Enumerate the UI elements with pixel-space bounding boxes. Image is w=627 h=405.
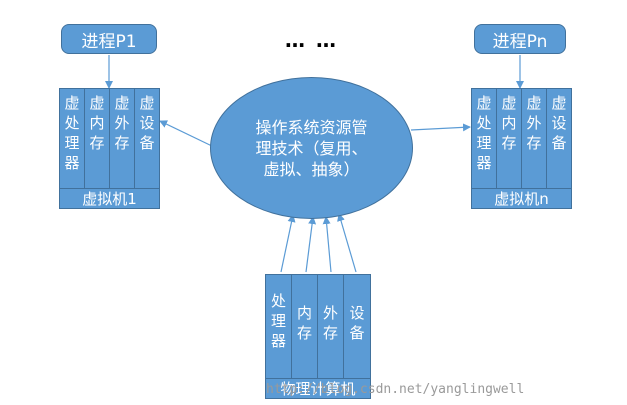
os-text-block: 操作系统资源管 理技术（复用、 虚拟、抽象）: [247, 117, 377, 180]
watermark-url: http://blog.csdn.net/yanglingwell: [266, 382, 525, 397]
physical-memory: 内 存: [291, 274, 318, 379]
vm1-label-bar: 虚拟机1: [59, 188, 160, 209]
vm1-label: 虚拟机1: [82, 190, 137, 208]
virtual-machine-1: 虚 处 理 器 虚 内 存 虚 外 存 虚 设 备 虚拟机1: [59, 88, 160, 209]
os-resource-management-ellipse: 操作系统资源管 理技术（复用、 虚拟、抽象）: [210, 77, 413, 219]
arrow-phys-to-os-2: [305, 216, 317, 273]
os-text-line-3: 虚拟、抽象）: [263, 159, 360, 179]
physical-label-bar: 物理计算机: [265, 378, 371, 399]
physical-cpu: 处 理 器: [265, 274, 292, 379]
arrow-phys-to-os-3: [322, 216, 332, 273]
arrow-phys-to-os-1: [280, 214, 296, 273]
process-p1-label: 进程P1: [81, 31, 137, 52]
os-text-line-1: 操作系统资源管: [255, 117, 368, 137]
vm1-virtual-device: 虚 设 备: [134, 88, 160, 189]
arrow-os-to-vm1: [159, 120, 215, 148]
vm1-virtual-memory: 虚 内 存: [84, 88, 110, 189]
arrow-os-to-vmn: [410, 123, 471, 132]
os-text-line-2: 理技术（复用、: [255, 138, 368, 158]
physical-storage: 外 存: [317, 274, 344, 379]
physical-label: 物理计算机: [280, 380, 356, 398]
arrow-phys-to-os-4: [337, 213, 357, 273]
process-pn-box: 进程Pn: [474, 24, 566, 54]
physical-device: 设 备: [343, 274, 371, 379]
vmn-virtual-device: 虚 设 备: [546, 88, 572, 189]
virtual-machine-n: 虚 处 理 器 虚 内 存 虚 外 存 虚 设 备 虚拟机n: [471, 88, 572, 209]
physical-computer: 处 理 器 内 存 外 存 设 备 物理计算机: [265, 274, 371, 399]
ellipsis-text: … …: [285, 28, 338, 52]
vmn-virtual-storage: 虚 外 存: [521, 88, 547, 189]
vmn-virtual-memory: 虚 内 存: [496, 88, 522, 189]
vmn-virtual-cpu: 虚 处 理 器: [471, 88, 497, 189]
vm1-virtual-storage: 虚 外 存: [109, 88, 135, 189]
vmn-label-bar: 虚拟机n: [471, 188, 572, 209]
process-pn-label: 进程Pn: [492, 31, 548, 52]
vm1-virtual-cpu: 虚 处 理 器: [59, 88, 85, 189]
vmn-label: 虚拟机n: [494, 190, 549, 208]
process-p1-box: 进程P1: [61, 24, 157, 54]
